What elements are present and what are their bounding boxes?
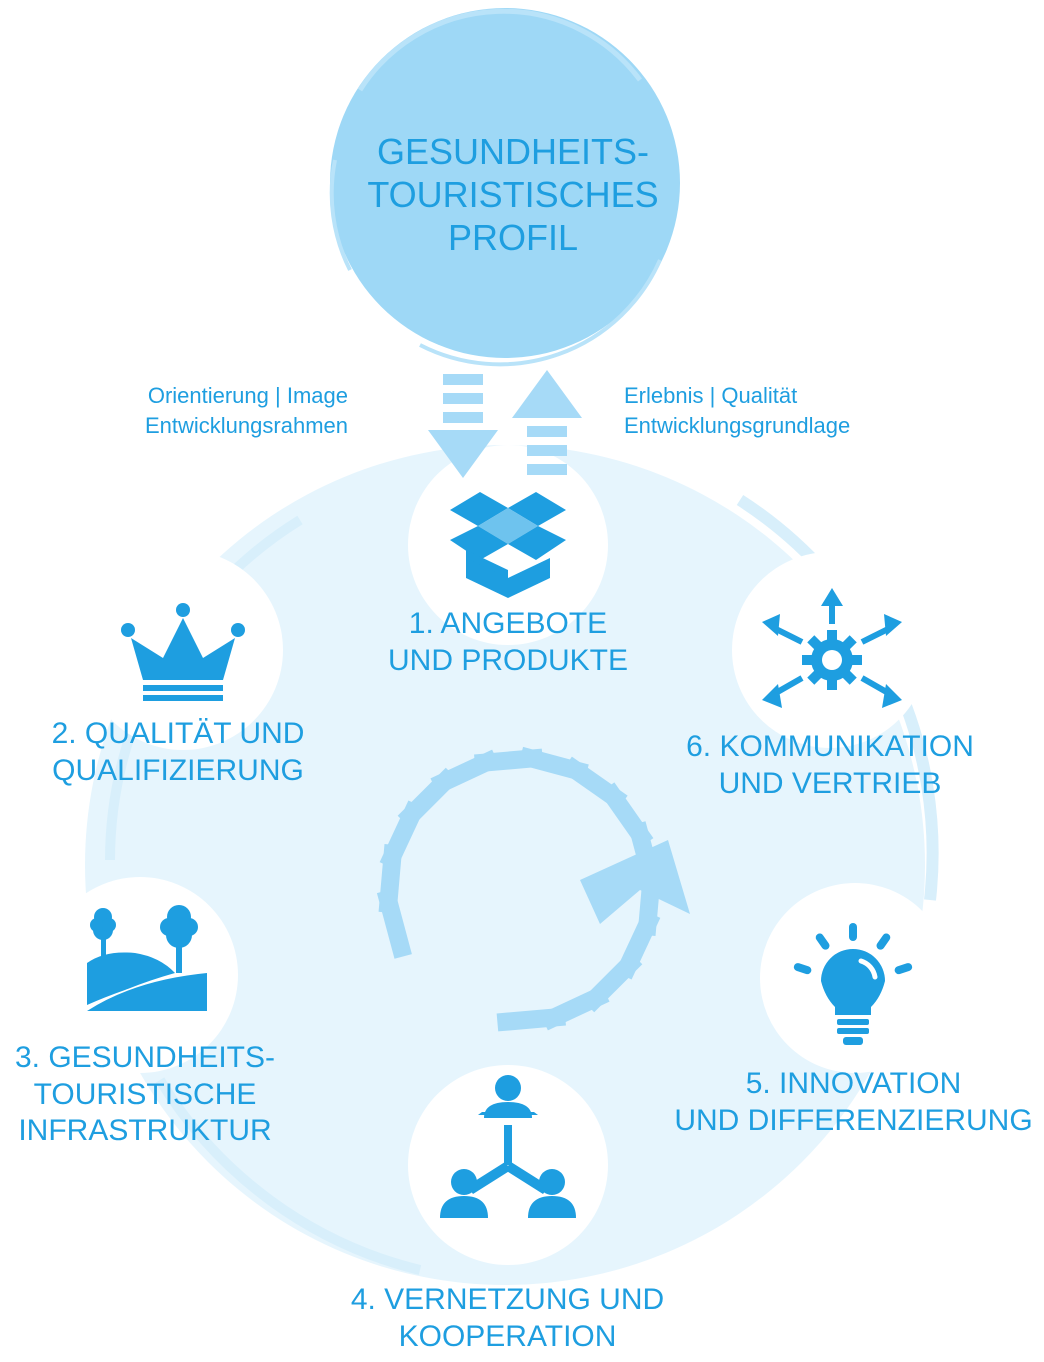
arrow-label-left: Orientierung | Image Entwicklungsrahmen — [145, 381, 348, 440]
lightbulb-icon — [793, 923, 913, 1045]
field-6-line-1: 6. KOMMUNIKATION — [686, 730, 974, 763]
field-label-4: 4. VERNETZUNG UND KOOPERATION — [320, 1282, 695, 1355]
field-label-5: 5. INNOVATION UND DIFFERENZIERUNG — [666, 1066, 1041, 1139]
field-5-line-2: UND DIFFERENZIERUNG — [674, 1103, 1033, 1137]
arrow-right-line-1: Erlebnis | Qualität — [624, 383, 798, 408]
field-4-line-1: 4. VERNETZUNG UND — [350, 1283, 665, 1316]
arrow-label-right: Erlebnis | Qualität Entwicklungsgrundlag… — [624, 381, 850, 440]
down-arrow — [428, 374, 498, 478]
field-1-line-1: 1. ANGEBOTE — [408, 607, 608, 640]
field-label-1: 1. ANGEBOTE UND PRODUKTE — [358, 606, 658, 679]
field-3-line-3: INFRASTRUKTUR — [18, 1114, 272, 1148]
field-4-line-2: KOOPERATION — [398, 1319, 617, 1353]
box-icon — [450, 492, 566, 598]
field-label-6: 6. KOMMUNIKATION UND VERTRIEB — [670, 729, 990, 802]
field-2-line-2: QUALIFIZIERUNG — [52, 753, 304, 787]
field-1-line-2: UND PRODUKTE — [387, 643, 628, 677]
field-6-line-2: UND VERTRIEB — [718, 766, 942, 800]
network-people-icon — [440, 1075, 576, 1218]
center-cycle-arrow — [376, 746, 690, 1032]
up-arrow — [512, 370, 582, 475]
field-5-line-1: 5. INNOVATION — [745, 1067, 962, 1100]
profile-line-2: TOURISTISCHES — [367, 174, 659, 216]
profile-line-3: PROFIL — [447, 217, 579, 259]
gear-arrows-icon — [762, 588, 902, 708]
crown-icon — [121, 603, 245, 701]
profile-line-1: GESUNDHEITS- — [376, 131, 650, 172]
field-2-line-1: 2. QUALITÄT UND — [51, 717, 305, 750]
cycle-arrow-head — [580, 840, 690, 924]
field-label-2: 2. QUALITÄT UND QUALIFIZIERUNG — [28, 716, 328, 789]
landscape-trees-icon — [87, 905, 207, 1011]
profile-title: GESUNDHEITS- TOURISTISCHES PROFIL — [333, 130, 693, 260]
arrow-left-line-2: Entwicklungsrahmen — [145, 412, 348, 438]
profile-circle — [329, 8, 680, 367]
cycle-arrow-segment — [376, 888, 412, 959]
arrow-right-line-2: Entwicklungsgrundlage — [624, 412, 851, 438]
field-label-3: 3. GESUNDHEITS- TOURISTISCHE INFRASTRUKT… — [0, 1040, 290, 1150]
field-3-line-1: 3. GESUNDHEITS- — [14, 1041, 276, 1074]
arrow-left-line-1: Orientierung | Image — [147, 383, 348, 408]
field-3-line-2: TOURISTISCHE — [33, 1077, 257, 1111]
